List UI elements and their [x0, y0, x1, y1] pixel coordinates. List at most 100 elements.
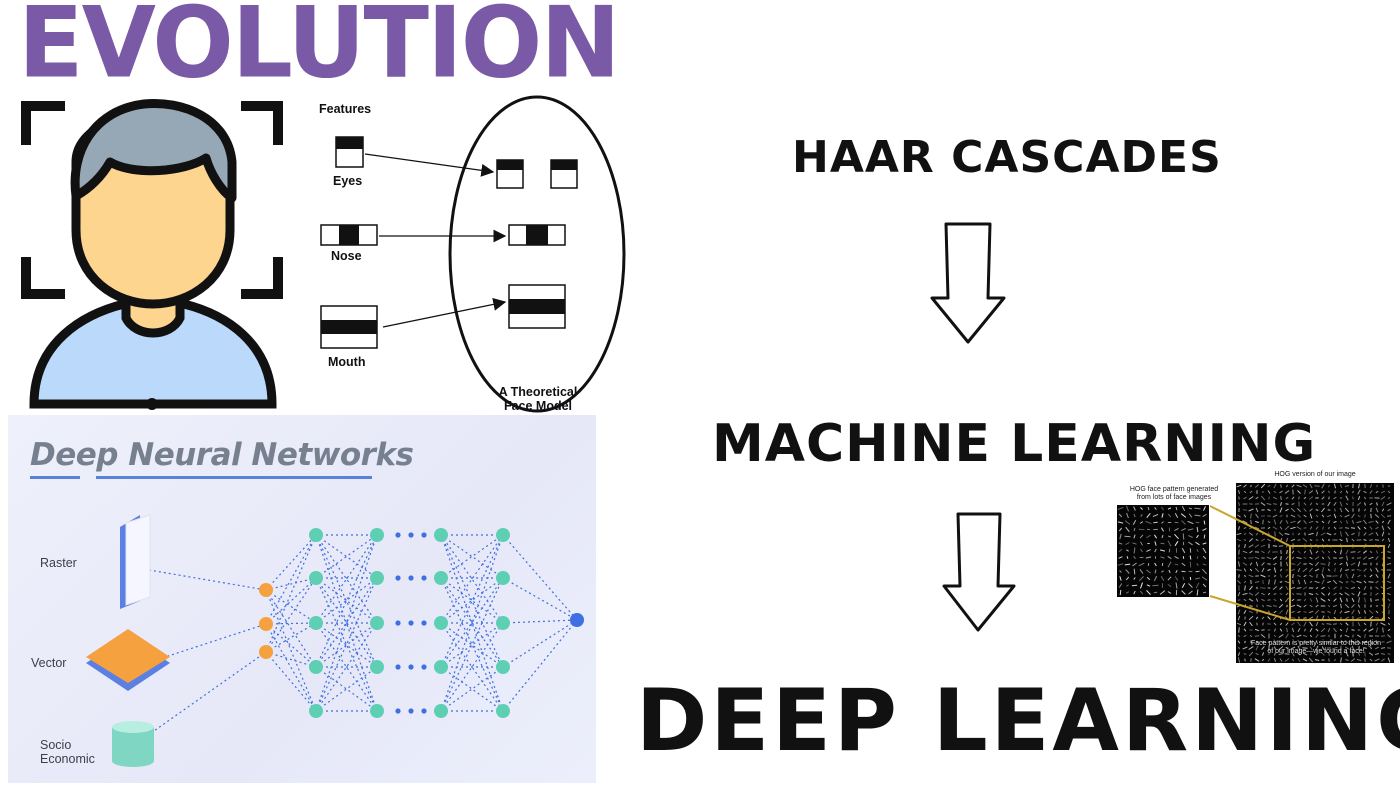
hog-cell: [1124, 520, 1131, 525]
hog-cell: [1386, 586, 1392, 590]
hog-cell: [1152, 513, 1159, 518]
hog-cell: [1243, 496, 1247, 500]
hog-cell: [1196, 563, 1199, 566]
hog-cell: [1196, 589, 1199, 596]
hog-cell: [1195, 570, 1200, 573]
hog-cell: [1249, 550, 1253, 554]
hog-cell: [1153, 534, 1158, 539]
hog-cell: [1261, 604, 1265, 608]
hog-cell: [1309, 567, 1313, 573]
hog-cell: [1292, 579, 1294, 585]
hog-cell: [1303, 621, 1307, 627]
hog-cell: [1351, 604, 1355, 608]
hog-cell: [1249, 503, 1253, 505]
hog-cell: [1255, 652, 1259, 656]
hog-cell: [1243, 628, 1247, 632]
hog-cell: [1261, 592, 1265, 596]
hog-cell: [1261, 646, 1265, 650]
hog-cell: [1201, 576, 1208, 581]
hog-cell: [1255, 616, 1259, 620]
hog-cell: [1356, 658, 1362, 662]
network-edge: [315, 534, 378, 712]
hog-cell: [1152, 584, 1159, 587]
hog-cell: [1273, 628, 1277, 632]
hog-cell: [1125, 541, 1130, 546]
hog-cell: [1125, 569, 1130, 574]
network-node: [309, 571, 323, 585]
hog-cell: [1196, 534, 1199, 539]
hog-cell: [1273, 483, 1277, 489]
hog-cell: [1357, 526, 1361, 530]
hog-cell: [1161, 513, 1164, 518]
hog-cell: [1387, 616, 1391, 620]
hog-cell: [1279, 519, 1283, 525]
hog-cell: [1284, 533, 1290, 535]
hog-cell: [1321, 567, 1325, 573]
hog-cell: [1304, 489, 1306, 495]
hog-cell: [1273, 634, 1277, 638]
hog-cell: [1279, 593, 1283, 595]
hog-left-caption-line1: HOG face pattern generated: [1129, 486, 1219, 493]
hog-cell: [1364, 597, 1366, 603]
hog-cell: [1237, 657, 1241, 663]
hog-cell: [1248, 598, 1254, 602]
hog-cell: [1254, 581, 1260, 583]
hog-cell: [1238, 556, 1240, 560]
hog-cell: [1274, 531, 1276, 537]
network-edge: [265, 651, 317, 668]
hog-cell: [1118, 542, 1123, 545]
hog-cell: [1321, 507, 1325, 513]
hog-cell: [1195, 577, 1200, 580]
hog-cell: [1315, 621, 1319, 627]
hog-cell: [1387, 543, 1391, 549]
hog-cell: [1266, 605, 1272, 607]
hog-cell: [1303, 604, 1307, 608]
hog-cell: [1291, 651, 1295, 657]
hog-cell: [1369, 502, 1373, 506]
network-node: [434, 528, 448, 542]
hog-cell: [1267, 641, 1271, 643]
hog-cell: [1254, 526, 1260, 530]
hog-cell: [1243, 598, 1247, 602]
hog-cell: [1238, 627, 1240, 633]
hog-cell: [1285, 633, 1289, 639]
dnn-title: Deep Neural Networks: [30, 437, 414, 473]
hog-cell: [1333, 586, 1337, 590]
hog-cell: [1188, 583, 1193, 588]
hog-cell: [1357, 609, 1361, 615]
hog-cell: [1368, 628, 1374, 632]
hog-cell: [1357, 586, 1361, 590]
hog-cell: [1267, 490, 1271, 494]
hog-cell: [1339, 538, 1343, 542]
hog-cell: [1273, 593, 1277, 595]
hog-cell: [1273, 508, 1277, 512]
hog-cell: [1236, 538, 1242, 542]
hog-cell: [1280, 496, 1282, 500]
hog-cell: [1374, 646, 1380, 650]
hog-cell: [1175, 569, 1178, 574]
hog-cell: [1309, 562, 1313, 566]
hog-cell: [1133, 527, 1136, 532]
hog-cell: [1255, 645, 1259, 651]
face-model-label-line1: A Theoretical: [498, 385, 578, 399]
hog-cell: [1332, 575, 1338, 577]
hog-cell: [1243, 532, 1247, 536]
hog-cell: [1332, 604, 1338, 608]
hog-cell: [1272, 545, 1278, 547]
hog-cell: [1279, 658, 1283, 662]
hog-cell: [1261, 658, 1265, 662]
network-node: [434, 660, 448, 674]
hog-cell: [1296, 587, 1302, 589]
network-edge: [440, 577, 504, 712]
hog-cell: [1273, 610, 1277, 614]
hog-cell: [1340, 657, 1342, 663]
hog-cell: [1188, 541, 1193, 546]
hog-cell: [1154, 541, 1157, 546]
hog-cell: [1309, 580, 1313, 584]
hog-cell: [1357, 591, 1361, 597]
hog-cell: [1285, 574, 1289, 578]
hog-cell: [1309, 556, 1313, 560]
hog-cell: [1161, 521, 1164, 524]
hog-cell: [1248, 532, 1254, 536]
hog-cell: [1237, 652, 1241, 656]
